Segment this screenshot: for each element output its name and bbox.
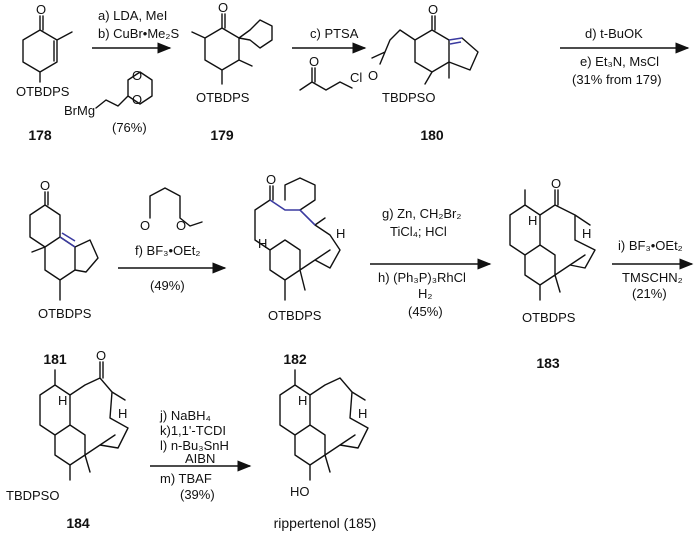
reagent-k: k)1,1'-TCDI (160, 423, 226, 438)
compound-179: O OTBDPS 179 (191, 0, 273, 143)
step-ab: a) LDA, MeI b) CuBr•Me₂S BrMg OO (76%) (64, 8, 179, 135)
oxygen-label: O (551, 176, 561, 191)
yield-jm: (39%) (180, 487, 215, 502)
reagent-g-2: TiCl₄; HCl (390, 224, 447, 239)
compound-label: 178 (28, 127, 52, 143)
reagent-l-2: AIBN (185, 451, 215, 466)
compound-183: O H H OTBDPS 183 (509, 176, 596, 371)
h-label-2: H (118, 406, 127, 421)
otbdps-label: OTBDPS (522, 310, 576, 325)
h-label-1: H (298, 393, 307, 408)
compound-label: 182 (283, 351, 307, 367)
reagent-j: j) NaBH₄ (159, 408, 211, 423)
yield-f: (49%) (150, 278, 185, 293)
yield-gh: (45%) (408, 304, 443, 319)
compound-181: O OTBDPS 181 (29, 178, 99, 367)
grignard-label: BrMg (64, 103, 95, 118)
compound-label: 179 (210, 127, 234, 143)
h-label-1: H (258, 236, 267, 251)
hydroxyl-label: HO (290, 484, 310, 499)
svg-text:O: O (132, 68, 142, 83)
compound-182: O H H OTBDPS 182 (254, 172, 345, 367)
otbdps-label: OTBDPS (196, 90, 250, 105)
compound-180: O O TBDPSO 180 (368, 2, 479, 143)
reagent-i: i) BF₃•OEt₂ (618, 238, 683, 253)
h-label-2: H (336, 226, 345, 241)
otbdps-label: OTBDPS (16, 84, 70, 99)
reagent-b: b) CuBr•Me₂S (98, 26, 179, 41)
yield-i: (21%) (632, 286, 667, 301)
reagent-f: f) BF₃•OEt₂ (135, 243, 200, 258)
svg-text:O: O (176, 218, 186, 233)
yield-de: (31% from 179) (572, 72, 662, 87)
reagent-l: l) n-Bu₃SnH (160, 438, 229, 453)
reagent-e: e) Et₃N, MsCl (580, 54, 659, 69)
reagent-h: h) (Ph₃P)₃RhCl (378, 270, 466, 285)
svg-text:O: O (132, 92, 142, 107)
oxygen-label: O (309, 54, 319, 69)
compound-label: 181 (43, 351, 67, 367)
compound-label: 184 (66, 515, 90, 531)
reagent-c: c) PTSA (310, 26, 359, 41)
compound-185: H H HO rippertenol (185) (274, 369, 377, 531)
compound-184: O H H TBDPSO 184 (6, 348, 129, 531)
chlorine-label: Cl (350, 70, 362, 85)
step-jm: j) NaBH₄ k)1,1'-TCDI l) n-Bu₃SnH AIBN m)… (150, 408, 252, 502)
otbdps-label: TBDPSO (382, 90, 435, 105)
otbdps-label: OTBDPS (268, 308, 322, 323)
h-label-2: H (582, 226, 591, 241)
oxygen-label: O (218, 0, 228, 15)
otbdps-label: TBDPSO (6, 488, 59, 503)
h-label-2: H (358, 406, 367, 421)
oxygen-label: O (96, 348, 106, 363)
reagent-a: a) LDA, MeI (98, 8, 167, 23)
oxygen-label: O (266, 172, 276, 187)
reagent-m: m) TBAF (160, 471, 212, 486)
compound-label: 180 (420, 127, 444, 143)
oxygen-label: O (36, 2, 46, 17)
step-f: O O f) BF₃•OEt₂ (49%) (118, 187, 227, 293)
reagent-i-2: TMSCHN₂ (622, 270, 683, 285)
compound-label: rippertenol (185) (274, 515, 377, 531)
yield-ab: (76%) (112, 120, 147, 135)
h-label-1: H (528, 213, 537, 228)
oxygen-label-1: O (428, 2, 438, 17)
compound-label: 183 (536, 355, 560, 371)
otbdps-label: OTBDPS (38, 306, 92, 321)
svg-text:O: O (140, 218, 150, 233)
step-i: i) BF₃•OEt₂ TMSCHN₂ (21%) (612, 238, 694, 301)
h-label-1: H (58, 393, 67, 408)
reagent-d: d) t-BuOK (585, 26, 643, 41)
oxygen-label: O (40, 178, 50, 193)
step-gh: g) Zn, CH₂Br₂ TiCl₄; HCl h) (Ph₃P)₃RhCl … (370, 206, 492, 319)
reagent-h-2: H₂ (418, 286, 432, 301)
step-c: c) PTSA O Cl (292, 26, 367, 91)
oxygen-label-2: O (368, 68, 378, 83)
compound-178: O OTBDPS 178 (16, 2, 73, 143)
step-de: d) t-BuOK e) Et₃N, MsCl (31% from 179) (560, 26, 690, 87)
reagent-g: g) Zn, CH₂Br₂ (382, 206, 461, 221)
